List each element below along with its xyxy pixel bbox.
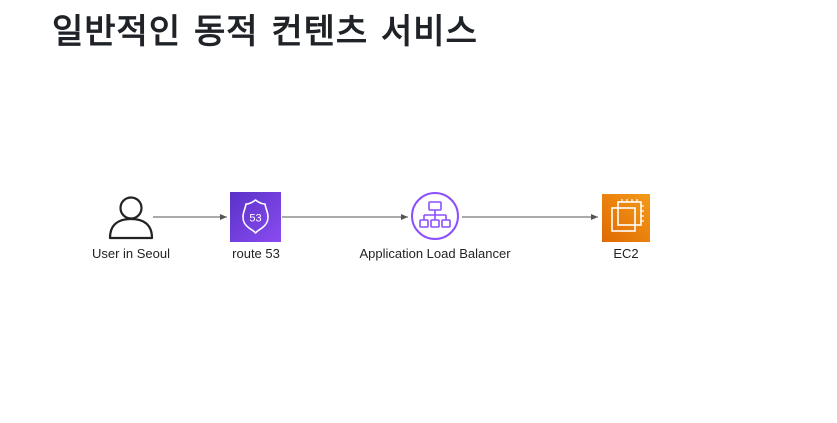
ec2-icon (602, 194, 650, 242)
route53-badge-text: 53 (249, 213, 261, 225)
load-balancer-icon (411, 192, 459, 240)
ec2-label: EC2 (613, 246, 639, 261)
route53-label: route 53 (232, 246, 280, 261)
route53-icon: 53 (230, 192, 281, 242)
load-balancer-label: Application Load Balancer (359, 246, 511, 261)
user-icon (108, 196, 154, 240)
slide-title: 일반적인 동적 컨텐츠 서비스 (52, 12, 478, 52)
user-label: User in Seoul (91, 246, 171, 261)
